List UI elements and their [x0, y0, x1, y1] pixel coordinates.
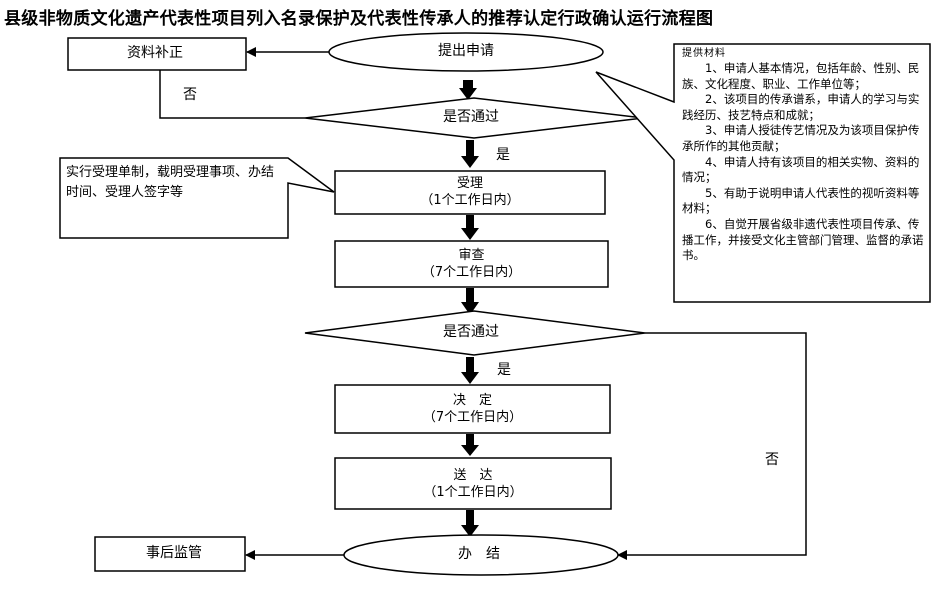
- materials-item-5: 5、有助于说明申请人代表性的视听资料等材料；: [682, 185, 920, 216]
- apply-label: 提出申请: [438, 43, 494, 59]
- arrow-decide-to-deliver: [461, 434, 479, 456]
- arrow-deliver-to-finish: [461, 510, 479, 537]
- deliver-text: 送 达 （1个工作日内）: [335, 458, 611, 509]
- supplement-box: [67, 37, 247, 71]
- accept-box: [334, 170, 606, 215]
- decide-time: （7个工作日内）: [422, 410, 523, 425]
- accept-note-callout: [59, 157, 335, 239]
- edge-check1-no: [159, 70, 305, 119]
- arrow-apply-to-check1: [459, 80, 477, 100]
- accept-title: 受理: [456, 176, 483, 191]
- supervise-box: [94, 536, 246, 572]
- edge-yes1-label: 是: [496, 147, 510, 163]
- accept-time: （1个工作日内）: [420, 193, 520, 208]
- decide-box: [334, 384, 611, 434]
- materials-text: 提供材料 1、申请人基本情况，包括年龄、性别、民族、文化程度、职业、工作单位等；…: [682, 47, 926, 264]
- materials-item-2: 2、该项目的传承谱系，申请人的学习与实践经历、技艺特点和成就；: [682, 92, 920, 122]
- supplement-label: 资料补正: [127, 45, 183, 61]
- materials-item-1: 1、申请人基本情况，包括年龄、性别、民族、文化程度、职业、工作单位等；: [682, 61, 920, 91]
- edge-no1-label: 否: [183, 87, 197, 103]
- decide-text: 决 定 （7个工作日内）: [335, 385, 610, 433]
- arrow-check2-to-decide: [461, 357, 479, 384]
- arrow-accept-to-review: [461, 215, 479, 240]
- deliver-title: 送 达: [453, 468, 493, 483]
- finish-label: 办 结: [458, 546, 500, 562]
- review-box: [334, 240, 609, 288]
- edge-no2-label: 否: [765, 452, 779, 468]
- materials-item-3: 3、申请人授徒传艺情况及为该项目保护传承所作的其他贡献；: [682, 123, 920, 153]
- accept-note-text: 实行受理单制，载明受理事项、办结时间、受理人签字等: [66, 165, 275, 200]
- arrow-check1-to-accept: [461, 140, 479, 168]
- deliver-box: [334, 457, 612, 510]
- arrow-review-to-check2: [461, 288, 479, 315]
- edge-yes2-label: 是: [497, 362, 511, 378]
- decide-title: 决 定: [452, 393, 492, 408]
- materials-title: 提供材料: [682, 48, 726, 59]
- check2-label: 是否通过: [443, 324, 499, 340]
- accept-text: 受理 （1个工作日内）: [335, 171, 605, 214]
- deliver-time: （1个工作日内）: [423, 485, 523, 500]
- edge-check2-no: [617, 332, 807, 560]
- materials-item-6: 6、自觉开展省级非遗代表性项目传承、传播工作，并接受文化主管部门管理、监督的承诺…: [682, 216, 924, 263]
- supervise-label: 事后监管: [146, 545, 202, 561]
- review-title: 审查: [458, 248, 485, 263]
- check1-label: 是否通过: [443, 109, 499, 125]
- page-title: 县级非物质文化遗产代表性项目列入名录保护及代表性传承人的推荐认定行政确认运行流程…: [4, 9, 714, 29]
- materials-callout: [595, 43, 931, 303]
- review-time: （7个工作日内）: [421, 265, 522, 280]
- materials-item-4: 4、申请人持有该项目的相关实物、资料的情况；: [682, 154, 920, 185]
- review-text: 审查 （7个工作日内）: [335, 241, 608, 287]
